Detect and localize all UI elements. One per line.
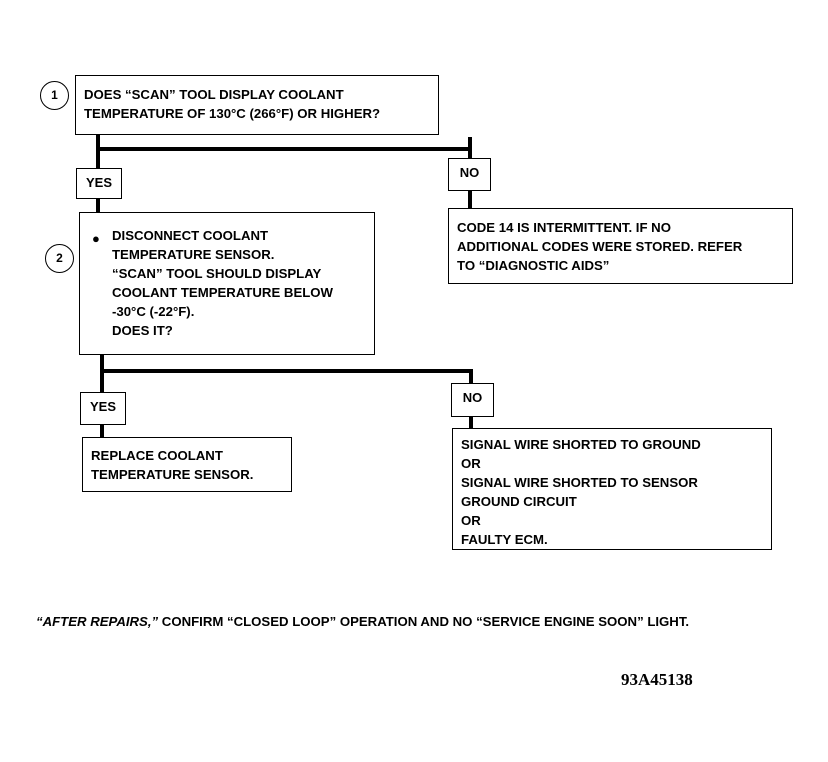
bullet-icon: ● <box>92 231 100 246</box>
no1-line-1: CODE 14 IS INTERMITTENT. IF NO <box>457 220 671 235</box>
step2-yes-result-box: REPLACE COOLANT TEMPERATURE SENSOR. <box>82 437 292 492</box>
connector-step2-branch <box>100 369 473 373</box>
yes2-line-2: TEMPERATURE SENSOR. <box>91 467 254 482</box>
step-number-1: 1 <box>40 81 69 110</box>
connector-step2-down <box>100 354 104 394</box>
figure-number: 93A45138 <box>621 670 693 689</box>
after-repairs-text: CONFIRM “CLOSED LOOP” OPERATION AND NO “… <box>158 614 690 629</box>
no2-line-3: SIGNAL WIRE SHORTED TO SENSOR <box>461 475 698 490</box>
no2-line-6: FAULTY ECM. <box>461 532 548 547</box>
connector-yes1-down <box>96 197 100 217</box>
step2-question-box: ● DISCONNECT COOLANT TEMPERATURE SENSOR.… <box>79 212 375 355</box>
step-number-2: 2 <box>45 244 74 273</box>
connector-no1-down <box>468 190 472 210</box>
no1-line-2: ADDITIONAL CODES WERE STORED. REFER <box>457 239 743 254</box>
step2-line-2: TEMPERATURE SENSOR. <box>112 247 275 262</box>
step2-line-3: “SCAN” TOOL SHOULD DISPLAY <box>112 266 322 281</box>
after-repairs-italic: “AFTER REPAIRS,” <box>36 614 159 629</box>
step2-no-result-box: SIGNAL WIRE SHORTED TO GROUND OR SIGNAL … <box>452 428 772 550</box>
step2-line-5: -30°C (-22°F). <box>112 304 195 319</box>
step2-line-6: DOES IT? <box>112 323 173 338</box>
step2-yes-label: YES <box>80 392 126 425</box>
step1-no-result-box: CODE 14 IS INTERMITTENT. IF NO ADDITIONA… <box>448 208 793 284</box>
after-repairs-note: “AFTER REPAIRS,” CONFIRM “CLOSED LOOP” O… <box>36 614 689 629</box>
step1-question-box: DOES “SCAN” TOOL DISPLAY COOLANT TEMPERA… <box>75 75 439 135</box>
step1-no-label: NO <box>448 158 491 191</box>
connector-yes2-down <box>100 423 104 439</box>
no2-line-1: SIGNAL WIRE SHORTED TO GROUND <box>461 437 701 452</box>
no1-line-3: TO “DIAGNOSTIC AIDS” <box>457 258 610 273</box>
step2-line-4: COOLANT TEMPERATURE BELOW <box>112 285 333 300</box>
step2-line-1: ● DISCONNECT COOLANT <box>88 226 366 246</box>
connector-step1-branch <box>96 147 472 151</box>
connector-no2-down <box>469 416 473 430</box>
step1-yes-label: YES <box>76 168 122 199</box>
step2-line-1-text: DISCONNECT COOLANT <box>112 228 269 243</box>
no2-line-5: OR <box>461 513 481 528</box>
no2-line-4: GROUND CIRCUIT <box>461 494 577 509</box>
step1-line-1: DOES “SCAN” TOOL DISPLAY COOLANT <box>84 87 344 102</box>
step2-no-label: NO <box>451 383 494 417</box>
no2-line-2: OR <box>461 456 481 471</box>
connector-no1-right <box>468 137 472 159</box>
connector-no2-right <box>469 369 473 385</box>
connector-step1-down <box>96 134 100 170</box>
yes2-line-1: REPLACE COOLANT <box>91 448 223 463</box>
step1-line-2: TEMPERATURE OF 130°C (266°F) OR HIGHER? <box>84 106 381 121</box>
